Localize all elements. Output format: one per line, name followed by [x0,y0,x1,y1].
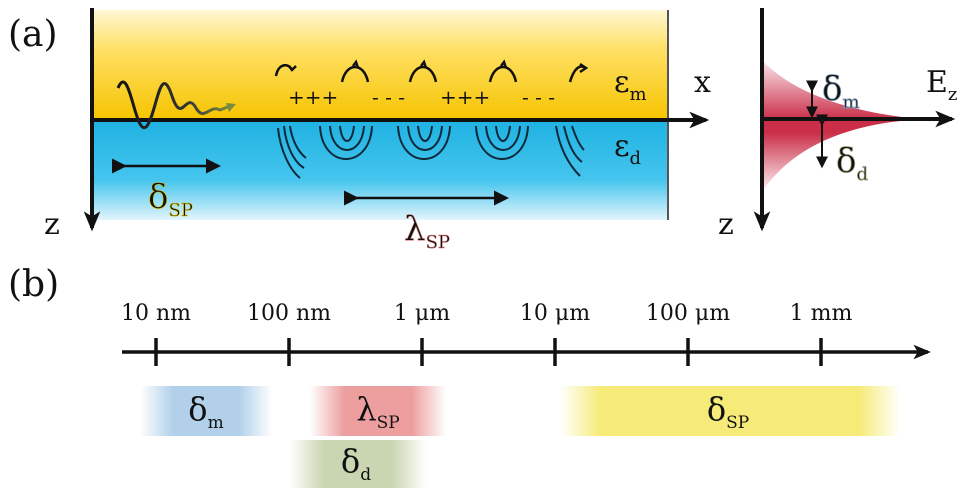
band-delta-d [290,440,426,488]
tick-label: 100 nm [247,301,331,326]
band-delta-m-label: δm [188,390,223,433]
tick-label: 1 μm [394,301,450,326]
band-lambda-sp-label: λSP [356,390,399,433]
ez-z-axis-label: z [718,207,734,242]
charge-plus-1: +++ [288,85,338,109]
decaying-wave [116,80,231,130]
charge-plus-2: +++ [440,85,490,109]
band-lambda-sp [310,386,446,436]
z-axis-label: z [44,207,60,242]
field-profile [762,60,910,192]
charge-minus-1: - - - [372,85,405,109]
tick-label: 10 μm [520,301,590,326]
band-delta-sp [560,386,900,436]
band-delta-d-label: δd [341,442,371,485]
tick-label: 100 μm [646,301,730,326]
dielectric-field-arcs [277,125,585,179]
band-delta-m [140,386,272,436]
band-delta-sp-label: δSP [707,390,749,433]
delta-sp-label: δSP [148,177,193,221]
panel-a-label: (a) [8,14,58,55]
charge-minus-2: - - - [522,85,555,109]
scale-ticks [154,338,823,366]
x-axis-label: x [694,65,711,100]
epsilon-m-label: εm [614,65,647,105]
epsilon-d-label: εd [614,129,641,169]
tick-label: 10 nm [121,301,191,326]
metal-field-arcs [274,59,589,83]
lambda-sp-label: λSP [404,209,450,253]
wave-arrow-head [226,103,236,112]
tick-label: 1 mm [790,301,853,326]
panel-b-label: (b) [8,264,59,305]
delta-m-label: δm [822,69,860,113]
ez-axis-label: Ez [926,65,957,105]
delta-d-label: δd [836,141,868,185]
metal-layer [92,10,668,120]
